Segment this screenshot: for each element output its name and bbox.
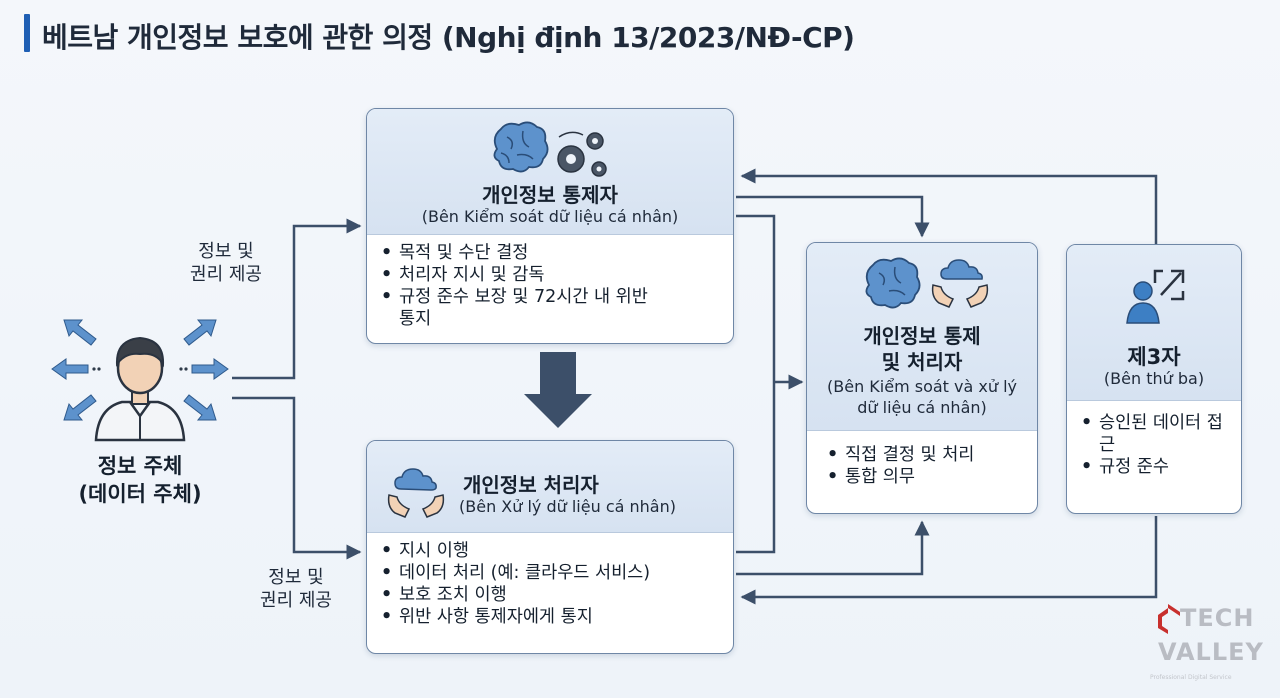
cloud-hands-icon (387, 468, 445, 518)
joint-title: 개인정보 통제 및 처리자 (807, 323, 1037, 375)
third-party-list: 승인된 데이터 접근 규정 준수 (1067, 401, 1241, 479)
list-item: 목적 및 수단 결정 (377, 243, 723, 265)
list-item: 통지 (399, 308, 432, 329)
list-item: 통합 의무 (823, 467, 1027, 489)
list-item: 규정 준수 (1077, 457, 1233, 479)
joint-controller-processor-box: 개인정보 통제 및 처리자 (Bên Kiểm soát và xử lý dữ… (806, 242, 1038, 514)
third-party-title: 제3자 (1127, 345, 1181, 369)
subject-name: 정보 주체 (97, 454, 183, 478)
third-party-header: 제3자 (Bên thứ ba) (1067, 245, 1241, 401)
list-item: 승인된 데이터 접근 (1077, 413, 1233, 457)
logo-line1: TECH (1180, 604, 1255, 632)
processor-subtitle: (Bên Xử lý dữ liệu cá nhân) (459, 497, 676, 516)
list-item: 처리자 지시 및 감독 (377, 265, 723, 287)
controller-to-processor-big-arrow (524, 352, 592, 428)
joint-title-line2: 및 처리자 (881, 350, 963, 374)
upper-flow-label-line1: 정보 및 (198, 241, 254, 262)
joint-subtitle: (Bên Kiểm soát và xử lý dữ liệu cá nhân) (807, 377, 1037, 419)
third-party-subtitle: (Bên thứ ba) (1103, 369, 1205, 388)
lower-flow-label-line1: 정보 및 (268, 567, 324, 588)
joint-list: 직접 결정 및 처리 통합 의무 (807, 431, 1037, 489)
list-item: 데이터 처리 (예: 클라우드 서비스) (377, 563, 723, 585)
controller-header: 개인정보 통제자 (Bên Kiểm soát dữ liệu cá nhân) (367, 109, 733, 235)
thirdparty-to-controller-arrow (740, 168, 1158, 244)
subject-to-controller-arrow (232, 218, 362, 380)
upper-flow-label-line2: 권리 제공 (190, 264, 262, 286)
processor-title: 개인정보 처리자 (463, 473, 599, 497)
logo-line2: VALLEY (1158, 638, 1264, 666)
thirdparty-to-processor-arrow (740, 516, 1158, 605)
upper-flow-label: 정보 및 권리 제공 (176, 240, 276, 287)
list-item: 규정 준수 보장 및 72시간 내 위반 (377, 287, 723, 309)
processor-header: 개인정보 처리자 (Bên Xử lý dữ liệu cá nhân) (367, 441, 733, 533)
logo-mark-icon (1158, 604, 1180, 634)
controller-list: 목적 및 수단 결정 처리자 지시 및 감독 규정 준수 보장 및 72시간 내… (367, 235, 733, 331)
list-item: 보호 조치 이행 (377, 585, 723, 607)
data-subject-label: 정보 주체 (데이터 주체) (50, 452, 230, 509)
person-share-icon (1126, 269, 1185, 324)
lower-flow-label-line2: 권리 제공 (260, 590, 332, 612)
joint-header: 개인정보 통제 및 처리자 (Bên Kiểm soát và xử lý dữ… (807, 243, 1037, 431)
data-subject-person-icon (51, 319, 229, 442)
brain-gear-icon (493, 121, 607, 177)
joint-subtitle-line2: dữ liệu cá nhân) (857, 397, 987, 417)
brain-cloud-hands-icon (865, 257, 989, 309)
controller-to-joint-arrow (736, 195, 930, 238)
list-item: 지시 이행 (377, 541, 723, 563)
controller-title: 개인정보 통제자 (482, 183, 618, 207)
controller-to-joint-mid-line (736, 214, 776, 382)
joint-title-line1: 개인정보 통제 (863, 324, 981, 348)
processor-box: 개인정보 처리자 (Bên Xử lý dữ liệu cá nhân) 지시 … (366, 440, 734, 654)
joint-subtitle-line1: (Bên Kiểm soát và xử lý (827, 377, 1017, 396)
controller-box: 개인정보 통제자 (Bên Kiểm soát dữ liệu cá nhân)… (366, 108, 734, 344)
title-accent-bar (24, 14, 30, 52)
processor-to-joint-mid-line (736, 382, 776, 554)
list-item: 위반 사항 통제자에게 통지 (377, 607, 723, 629)
tech-valley-logo: TECH VALLEY Professional Digital Service (1150, 598, 1263, 688)
list-item: 직접 결정 및 처리 (823, 445, 1027, 467)
lower-flow-label: 정보 및 권리 제공 (246, 566, 346, 613)
subject-name-alt: (데이터 주체) (78, 482, 202, 507)
logo-tagline: Professional Digital Service (1150, 674, 1232, 681)
processor-list: 지시 이행 데이터 처리 (예: 클라우드 서비스) 보호 조치 이행 위반 사… (367, 533, 733, 629)
third-party-box: 제3자 (Bên thứ ba) 승인된 데이터 접근 규정 준수 (1066, 244, 1242, 514)
controller-subtitle: (Bên Kiểm soát dữ liệu cá nhân) (421, 207, 679, 226)
page-title: 베트남 개인정보 보호에 관한 의정 (Nghị định 13/2023/NĐ… (42, 21, 855, 54)
processor-to-joint-bottom-arrow (736, 520, 930, 576)
subject-to-processor-arrow (232, 396, 362, 560)
